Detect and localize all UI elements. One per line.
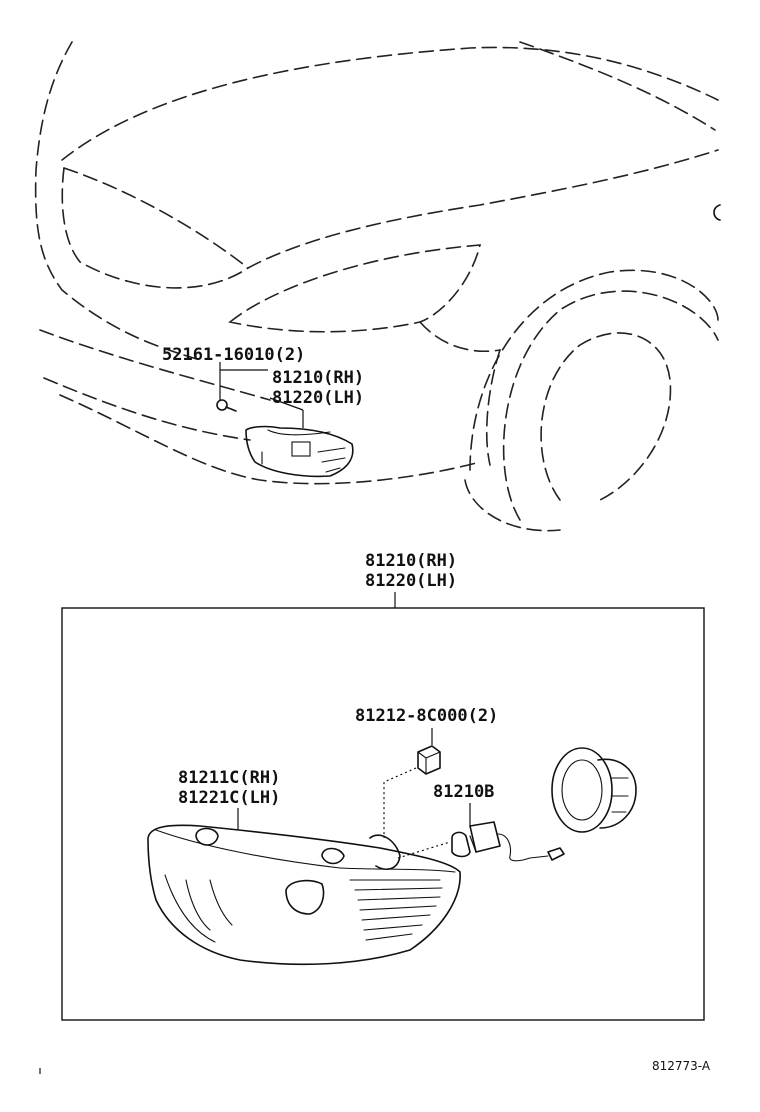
assembly-part-number-lh: 81220(LH) [365, 571, 457, 591]
bulb-socket-part [451, 821, 565, 862]
lamp-part-number-lh: 81220(LH) [272, 388, 364, 408]
screw-part-on-car [216, 399, 237, 412]
lamp-unit [147, 824, 461, 966]
fog-lamp-on-car [245, 425, 354, 478]
cap-dotted-guide [383, 767, 417, 838]
lens-unit-part-number-lh: 81221C(LH) [178, 788, 280, 808]
lens-unit-part-number-rh: 81211C(RH) [178, 768, 280, 788]
bulb-dotted-guide [397, 841, 451, 859]
lamp-part-number-rh: 81210(RH) [272, 368, 364, 388]
car-body-outline [34, 41, 721, 532]
assembly-part-number-rh: 81210(RH) [365, 551, 457, 571]
bulb-cap-part [417, 745, 441, 775]
lamp-housing-gasket [551, 747, 637, 833]
bulb-socket-part-number: 81210B [433, 782, 494, 802]
upper-leaders [219, 362, 304, 428]
figure-number: 812773-A [652, 1059, 711, 1073]
bulb-cap-part-number: 81212-8C000(2) [355, 706, 498, 726]
assembly-frame [61, 607, 705, 1021]
screw-part-number: 52161-16010(2) [162, 345, 305, 365]
